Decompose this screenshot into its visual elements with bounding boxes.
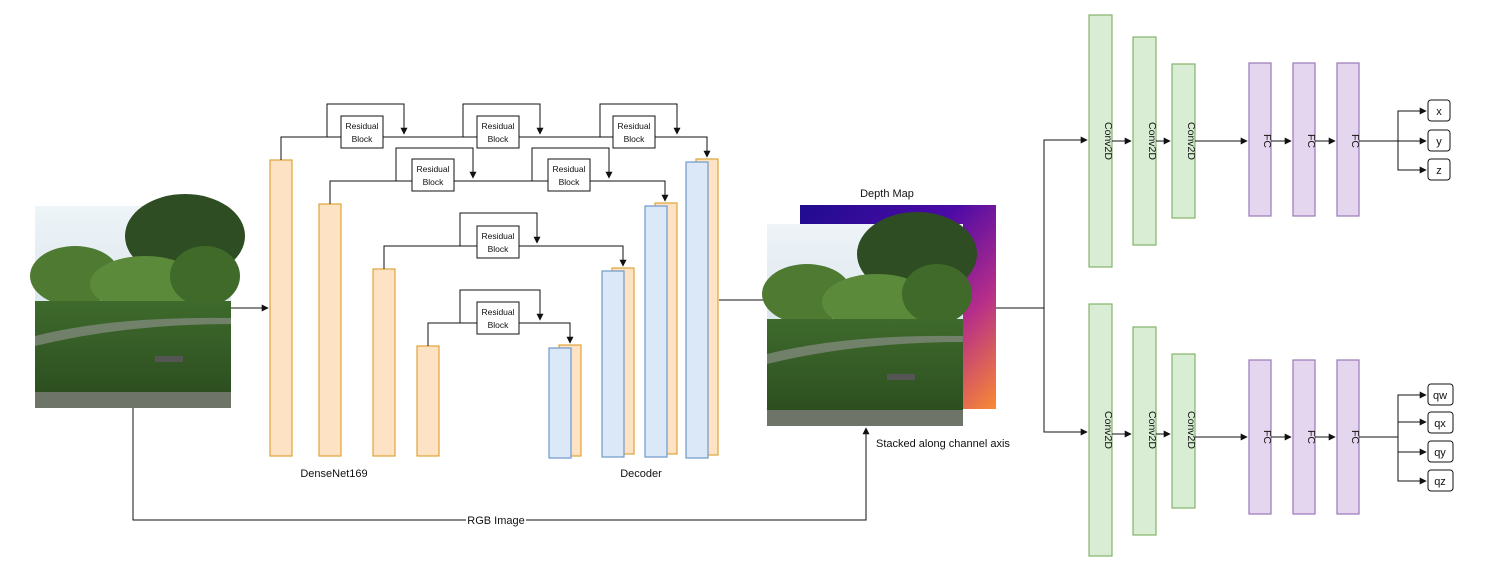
svg-text:FC: FC [1305,430,1317,444]
residual-loop-2b [531,147,613,181]
svg-text:Conv2D: Conv2D [1102,411,1114,449]
svg-text:FC: FC [1261,134,1273,148]
skip-line-2 [329,180,669,204]
rgb-image-bypass [132,408,870,521]
svg-text:Block: Block [559,177,581,187]
conv2d-layer [1132,326,1157,536]
svg-text:Residual: Residual [481,121,514,131]
residual-block: Residual Block [612,115,656,149]
encoder-label: DenseNet169 [300,468,367,480]
svg-text:Residual: Residual [416,164,449,174]
residual-loop-1a [326,103,408,137]
svg-text:Residual: Residual [481,307,514,317]
fc-layer [1292,62,1316,217]
residual-blocks: Residual Block Residual Block Residual B… [340,115,656,335]
svg-text:Conv2D: Conv2D [1185,411,1197,449]
output-qw: qw [1433,390,1447,402]
svg-text:Conv2D: Conv2D [1185,122,1197,160]
svg-text:Residual: Residual [345,121,378,131]
translation-outputs: x y z [1427,99,1451,181]
rgb-image-label: RGB Image [467,515,524,527]
svg-text:Block: Block [488,320,510,330]
input-rgb-image [30,194,245,408]
output-qz: qz [1434,476,1446,488]
decoder-label: Decoder [620,468,662,480]
output-x: x [1436,106,1442,118]
rotation-outputs: qw qx qy qz [1427,383,1454,492]
residual-block: Residual Block [411,158,455,192]
svg-text:FC: FC [1349,430,1361,444]
fc-layer [1336,62,1360,217]
stacked-rgb-image [762,212,977,426]
encoder-layer-1 [269,159,293,457]
conv2d-layer [1171,353,1196,509]
translation-head: Conv2D Conv2D Conv2D FC FC FC [1088,14,1427,268]
encoder-layer-3 [372,268,396,457]
decoder-layer-2 [644,205,668,458]
residual-loop-1b [462,103,544,137]
decoder-layer-3 [601,270,625,458]
svg-text:Block: Block [488,134,510,144]
decoder-layer-4 [548,347,572,459]
output-z: z [1436,165,1442,177]
svg-text:FC: FC [1305,134,1317,148]
residual-block: Residual Block [476,225,520,259]
conv2d-layer [1088,303,1113,557]
encoder-layer-2 [318,203,342,457]
svg-text:Residual: Residual [481,231,514,241]
residual-loop-3 [459,212,541,246]
svg-text:Block: Block [352,134,374,144]
residual-block: Residual Block [476,115,520,149]
stacked-label: Stacked along channel axis [876,438,1010,450]
output-qy: qy [1434,447,1446,459]
svg-text:Block: Block [423,177,445,187]
svg-text:FC: FC [1349,134,1361,148]
svg-text:Block: Block [624,134,646,144]
residual-block: Residual Block [476,301,520,335]
output-qx: qx [1434,418,1446,430]
svg-text:Conv2D: Conv2D [1146,122,1158,160]
output-y: y [1436,136,1442,148]
svg-text:Conv2D: Conv2D [1102,122,1114,160]
encoder-layer-4 [416,345,440,457]
residual-block: Residual Block [547,158,591,192]
svg-text:Conv2D: Conv2D [1146,411,1158,449]
svg-text:Block: Block [488,244,510,254]
residual-loop-2a [395,147,477,181]
svg-text:FC: FC [1261,430,1273,444]
encoder-densenet169 [269,159,440,457]
rotation-head: Conv2D Conv2D Conv2D FC FC FC [1088,303,1427,557]
depth-map-label: Depth Map [860,188,914,200]
svg-text:Residual: Residual [552,164,585,174]
decoder-layer-1 [685,161,709,459]
svg-text:Residual: Residual [617,121,650,131]
residual-block: Residual Block [340,115,384,149]
head-split [996,136,1088,436]
residual-loop-1c [599,103,681,137]
decoder [548,158,719,459]
fc-layer [1248,62,1272,217]
residual-loop-4 [459,289,544,323]
